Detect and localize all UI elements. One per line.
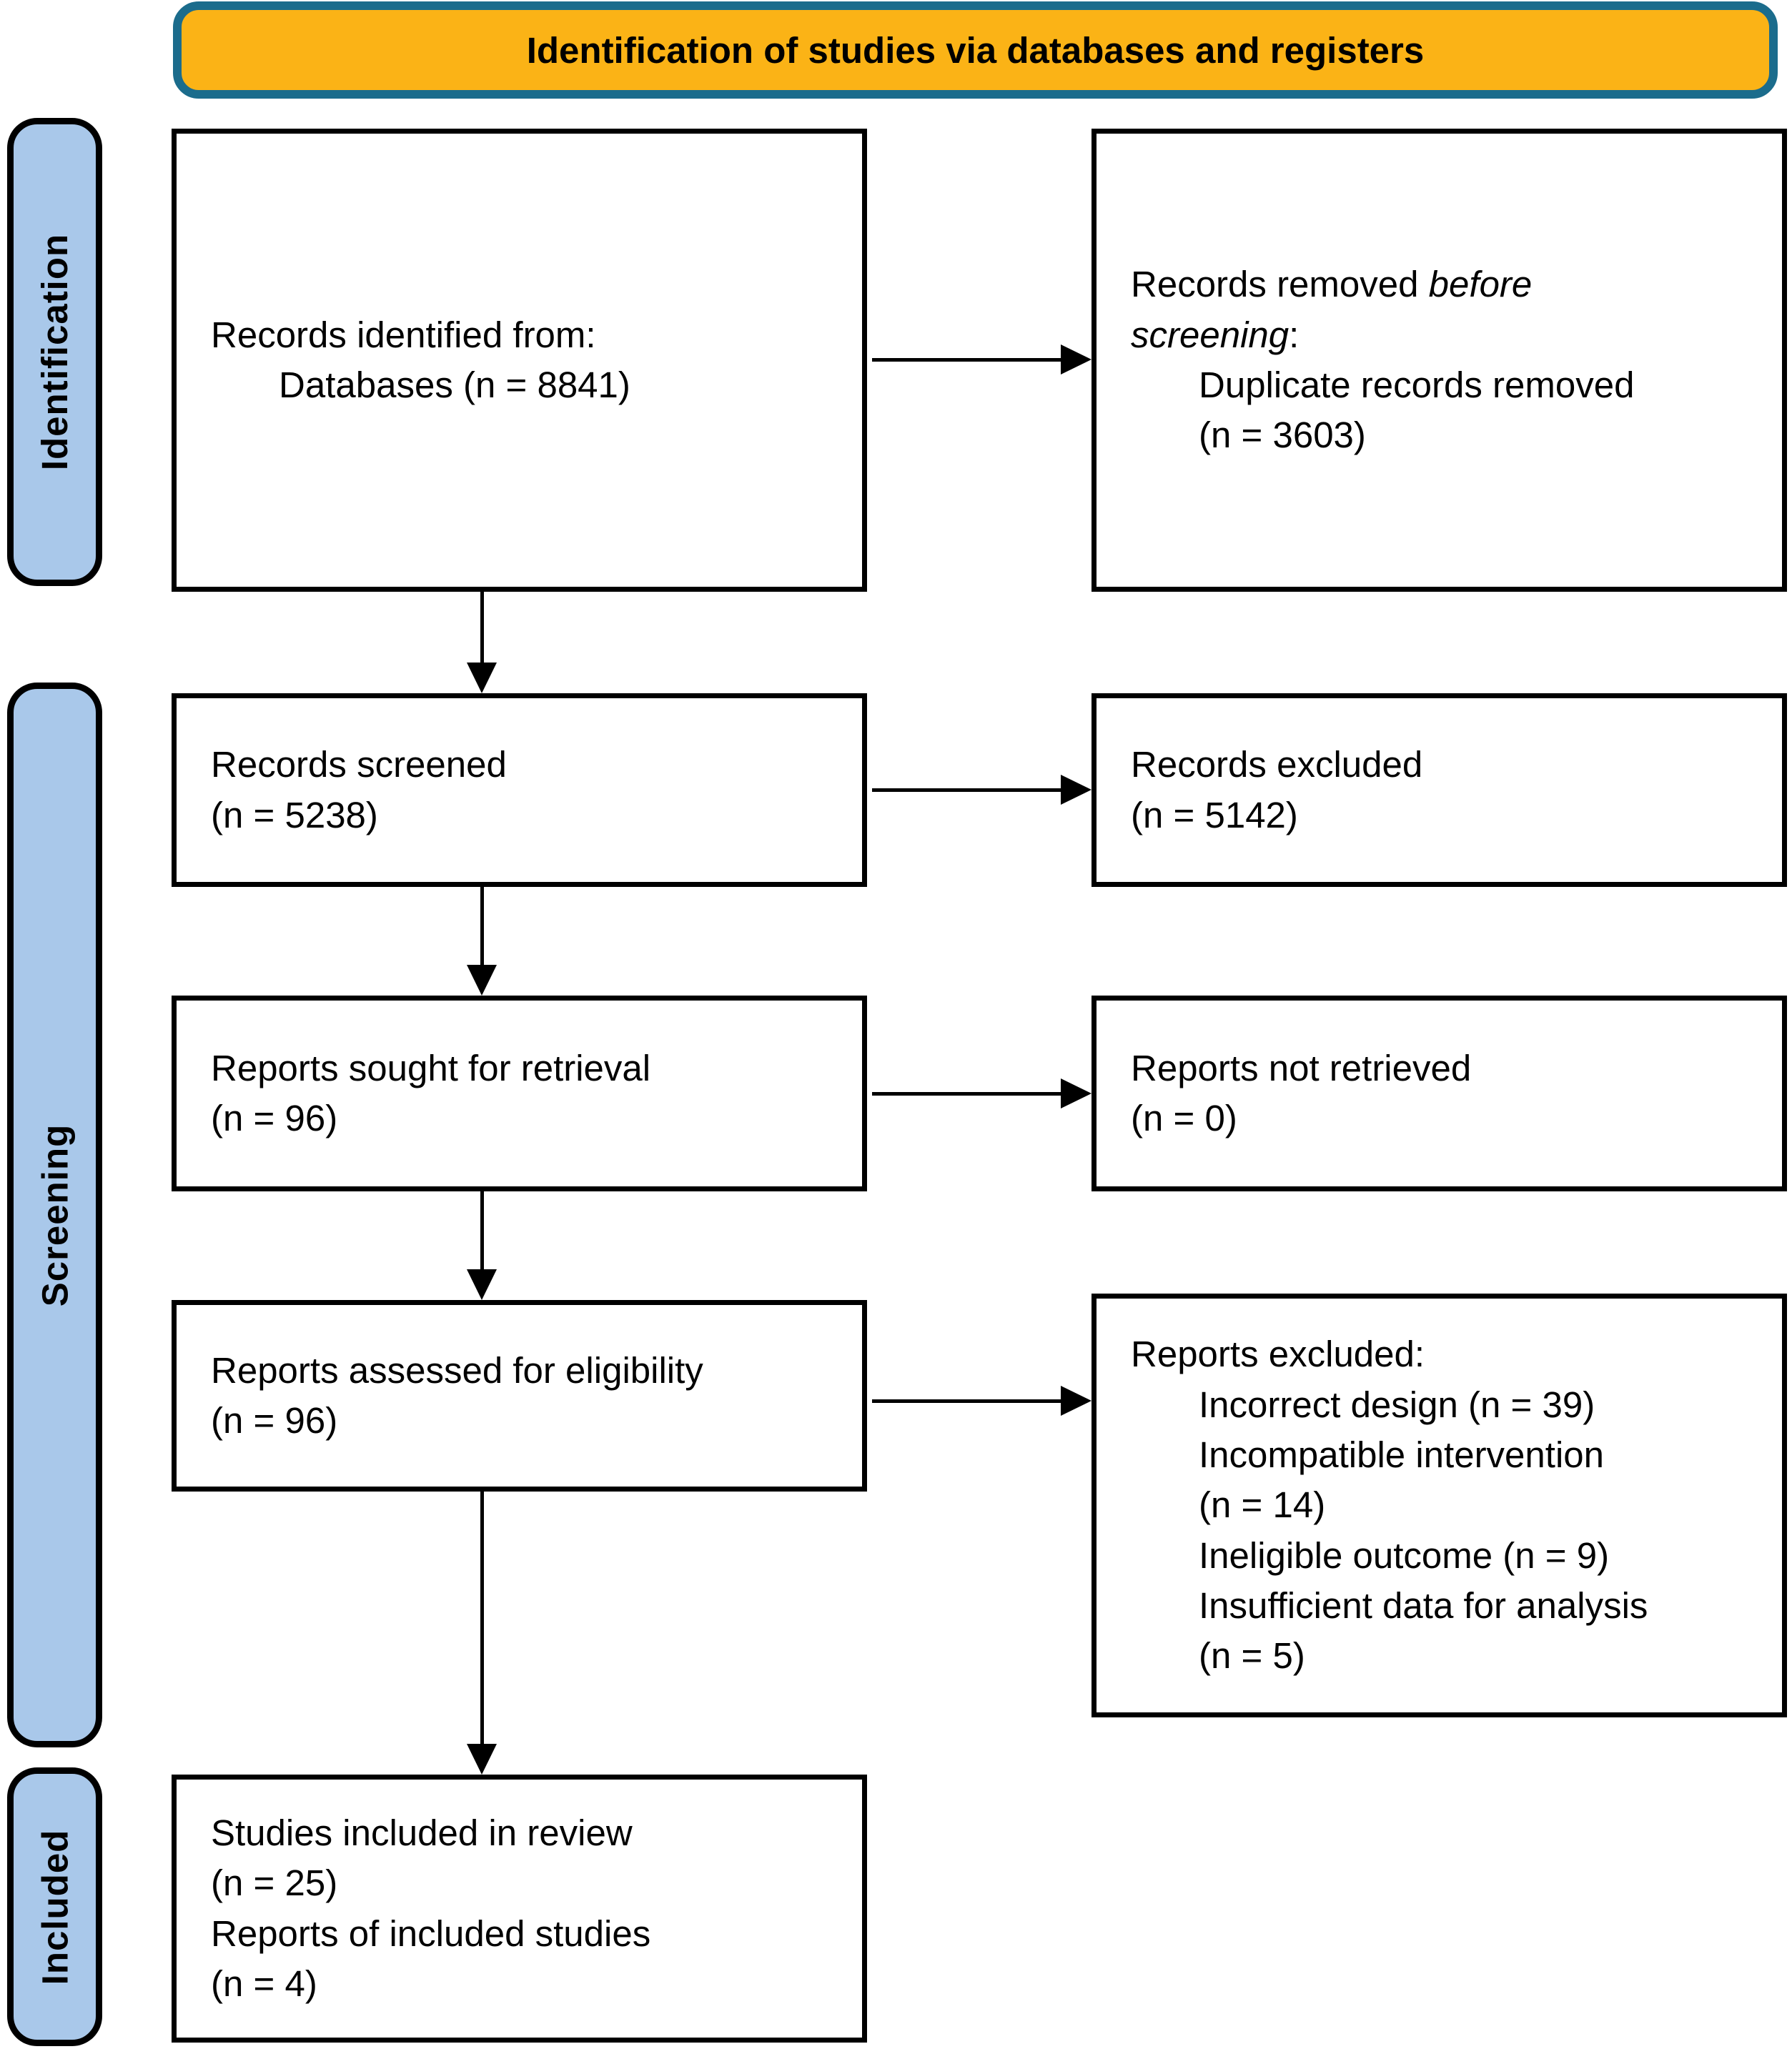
box-line: Reports assessed for eligibility xyxy=(211,1349,703,1391)
box-line: (n = 96) xyxy=(211,1400,338,1441)
right-arrow-4-head-icon xyxy=(1061,1386,1091,1416)
box-reports-assessed-for-eligibility: Reports assessed for eligibility (n = 96… xyxy=(172,1300,867,1492)
down-arrow-1-head-icon xyxy=(467,663,497,693)
box-line: Incorrect design (n = 39) xyxy=(1199,1384,1595,1425)
stage-label-included-text: Included xyxy=(34,1829,75,1985)
stage-label-identification-text: Identification xyxy=(34,233,75,471)
box-line: Records removed before xyxy=(1131,259,1769,309)
box-line-italic: before xyxy=(1428,264,1533,305)
down-arrow-1-line xyxy=(480,592,484,665)
right-arrow-2-head-icon xyxy=(1061,775,1091,805)
right-arrow-1-head-icon xyxy=(1061,344,1091,374)
box-line: Records screened xyxy=(211,744,507,785)
box-line: (n = 5) xyxy=(1199,1635,1305,1677)
box-reports-sought-for-retrieval: Reports sought for retrieval (n = 96) xyxy=(172,996,867,1191)
box-line-text: : xyxy=(1289,314,1300,355)
box-line: (n = 0) xyxy=(1131,1098,1237,1138)
box-line: Records excluded xyxy=(1131,744,1423,785)
box-line: Databases (n = 8841) xyxy=(279,364,630,405)
box-line: (n = 4) xyxy=(211,1963,317,2004)
box-reports-excluded-reasons: Reports excluded: Incorrect design (n = … xyxy=(1091,1294,1787,1717)
box-line: Reports of included studies xyxy=(211,1912,651,1954)
box-line: Records identified from: xyxy=(211,314,596,355)
box-records-removed-before-screening: Records removed before screening: Duplic… xyxy=(1091,129,1787,592)
box-line: Reports not retrieved xyxy=(1131,1047,1472,1088)
right-arrow-3-head-icon xyxy=(1061,1078,1091,1108)
box-line: Duplicate records removed xyxy=(1199,364,1635,405)
down-arrow-2-line xyxy=(480,887,484,967)
box-line-text: Records removed xyxy=(1131,264,1429,305)
stage-label-screening-text: Screening xyxy=(34,1123,75,1306)
down-arrow-3-head-icon xyxy=(467,1269,497,1300)
box-line: screening: xyxy=(1131,310,1769,360)
box-line: (n = 5142) xyxy=(1131,794,1298,835)
right-arrow-1-line xyxy=(872,358,1064,362)
box-records-identified: Records identified from: Databases (n = … xyxy=(172,129,867,592)
right-arrow-4-line xyxy=(872,1399,1064,1403)
box-reports-not-retrieved: Reports not retrieved (n = 0) xyxy=(1091,996,1787,1191)
box-line: Reports excluded: xyxy=(1131,1334,1425,1375)
box-line: Incompatible intervention xyxy=(1199,1434,1605,1475)
box-line: Studies included in review xyxy=(211,1812,633,1853)
box-line: (n = 14) xyxy=(1199,1484,1326,1526)
box-line: (n = 25) xyxy=(211,1862,338,1904)
banner-title: Identification of studies via databases … xyxy=(173,1,1778,99)
box-line: (n = 5238) xyxy=(211,794,378,835)
box-line-italic: screening xyxy=(1131,314,1289,355)
stage-label-identification: Identification xyxy=(7,118,102,586)
down-arrow-4-head-icon xyxy=(467,1744,497,1775)
stage-label-screening: Screening xyxy=(7,683,102,1747)
right-arrow-3-line xyxy=(872,1092,1064,1096)
box-records-excluded: Records excluded (n = 5142) xyxy=(1091,693,1787,887)
box-studies-included-in-review: Studies included in review (n = 25) Repo… xyxy=(172,1775,867,2043)
down-arrow-4-line xyxy=(480,1492,484,1746)
box-line: (n = 3603) xyxy=(1199,415,1366,456)
box-line: Ineligible outcome (n = 9) xyxy=(1199,1534,1610,1576)
box-line: Insufficient data for analysis xyxy=(1199,1585,1648,1627)
stage-label-included: Included xyxy=(7,1767,102,2046)
box-records-screened: Records screened (n = 5238) xyxy=(172,693,867,887)
right-arrow-2-line xyxy=(872,788,1064,792)
down-arrow-3-line xyxy=(480,1191,484,1271)
box-line: (n = 96) xyxy=(211,1098,338,1138)
banner-title-text: Identification of studies via databases … xyxy=(526,29,1425,71)
box-line: Reports sought for retrieval xyxy=(211,1047,651,1088)
down-arrow-2-head-icon xyxy=(467,965,497,996)
